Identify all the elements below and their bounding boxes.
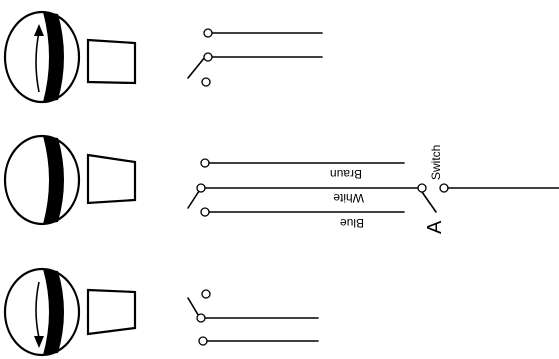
handle-bottom-band [43,269,64,355]
terminal-bottom-3 [198,336,208,346]
handle-bottom-knob [3,267,81,357]
arrow-down-icon [34,281,44,348]
terminal-bottom-2 [196,313,206,323]
terminal-top-3 [201,77,211,87]
terminal-middle-3 [200,207,210,217]
switch-label: Switch [429,145,443,180]
handle-middle [3,134,137,226]
terminal-top-2 [203,52,213,62]
switch-top-lever [187,56,206,79]
terminal-bottom-1 [201,289,211,299]
switch-a: Switch A [417,145,559,234]
terminal-middle-2 [196,183,206,193]
handle-middle-band [43,136,64,224]
switch-bottom [187,289,319,346]
wire-label-brown: Braun [330,167,362,181]
wire-label-blue: Blue [340,216,364,230]
handle-top-knob [3,10,81,104]
terminal-top-1 [203,28,213,38]
terminal-middle-1 [200,158,210,168]
handle-top-shaft [86,38,137,85]
switch-a-lever [421,191,437,213]
handle-bottom [3,267,137,357]
handle-middle-shaft [86,153,137,205]
switch-a-terminal-1 [417,183,427,193]
handle-top [3,10,137,104]
handle-middle-knob [3,134,81,226]
switch-middle: Braun White Blue [187,158,419,230]
arrow-up-icon [34,24,44,93]
wire-label-white: White [333,191,364,205]
switch-top [187,28,323,87]
switch-a-letter: A [424,220,446,234]
handle-bottom-shaft [86,288,137,336]
handle-top-band [43,12,64,102]
switch-a-terminal-2 [439,183,449,193]
